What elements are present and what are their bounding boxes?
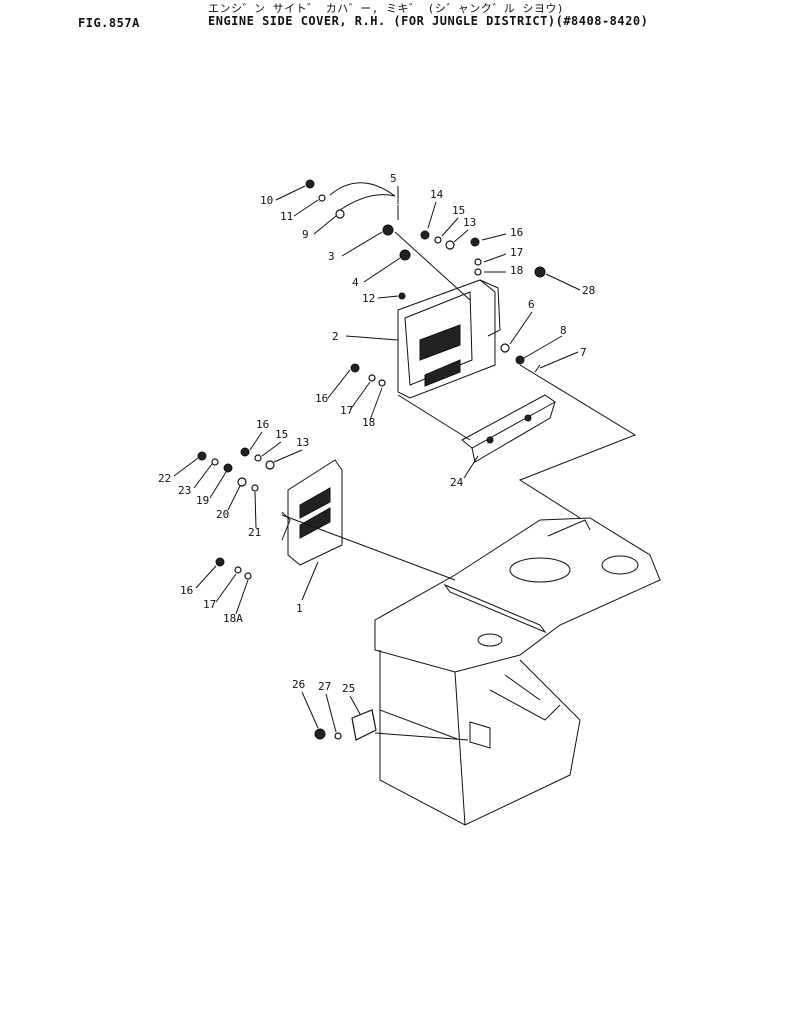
title-english: ENGINE SIDE COVER, R.H. (FOR JUNGLE DIST…	[208, 14, 649, 28]
title-japanese: エンシ゛ン サイト゛ カハ゛ー, ミキ゛ (シ゛ャンク゛ル シヨウ)	[208, 2, 564, 15]
part-label-11: 11	[280, 210, 293, 223]
part-label-2: 2	[332, 330, 339, 343]
part-label-13: 13	[463, 216, 476, 229]
part-label-3: 3	[328, 250, 335, 263]
part-label-18b: 18	[362, 416, 375, 429]
cap-25	[351, 709, 377, 741]
part-label-23: 23	[178, 484, 191, 497]
part-label-6: 6	[528, 298, 535, 311]
part-label-18A: 18A	[223, 612, 243, 625]
part-label-15: 15	[452, 204, 465, 217]
connection-lines	[281, 231, 637, 741]
part-label-13c: 13	[296, 436, 309, 449]
hood-assembly	[374, 517, 661, 826]
part-label-1: 1	[296, 602, 303, 615]
part-label-8: 8	[560, 324, 567, 337]
hardware-parts	[197, 179, 546, 740]
part-label-10: 10	[260, 194, 273, 207]
part-label-27: 27	[318, 680, 331, 693]
part-label-20: 20	[216, 508, 229, 521]
part-label-24: 24	[450, 476, 464, 489]
part-label-16d: 16	[180, 584, 193, 597]
part-label-17b: 17	[340, 404, 353, 417]
part-label-16: 16	[510, 226, 523, 239]
part-label-19: 19	[196, 494, 209, 507]
part-label-28: 28	[582, 284, 595, 297]
part-label-26: 26	[292, 678, 305, 691]
part-label-9: 9	[302, 228, 309, 241]
part-label-14: 14	[430, 188, 444, 201]
part-label-5: 5	[390, 172, 397, 185]
part-label-4: 4	[352, 276, 359, 289]
part-label-12: 12	[362, 292, 375, 305]
part-label-22: 22	[158, 472, 171, 485]
part-label-16c: 16	[256, 418, 269, 431]
part-label-16b: 16	[315, 392, 328, 405]
part-label-18: 18	[510, 264, 523, 277]
figure-number: FIG.857A	[78, 16, 140, 30]
part-label-25: 25	[342, 682, 355, 695]
side-cover-2	[397, 279, 501, 399]
cover-1	[281, 459, 343, 566]
part-label-17d: 17	[203, 598, 216, 611]
part-label-17: 17	[510, 246, 523, 259]
part-labels: 10 11 9 5 3 14 15 13 16 17 18 4 12 28 2 …	[158, 172, 595, 695]
part-label-15c: 15	[275, 428, 288, 441]
bracket-24	[461, 394, 556, 463]
part-label-7: 7	[580, 346, 587, 359]
leader-lines	[173, 185, 581, 733]
part-label-21: 21	[248, 526, 261, 539]
